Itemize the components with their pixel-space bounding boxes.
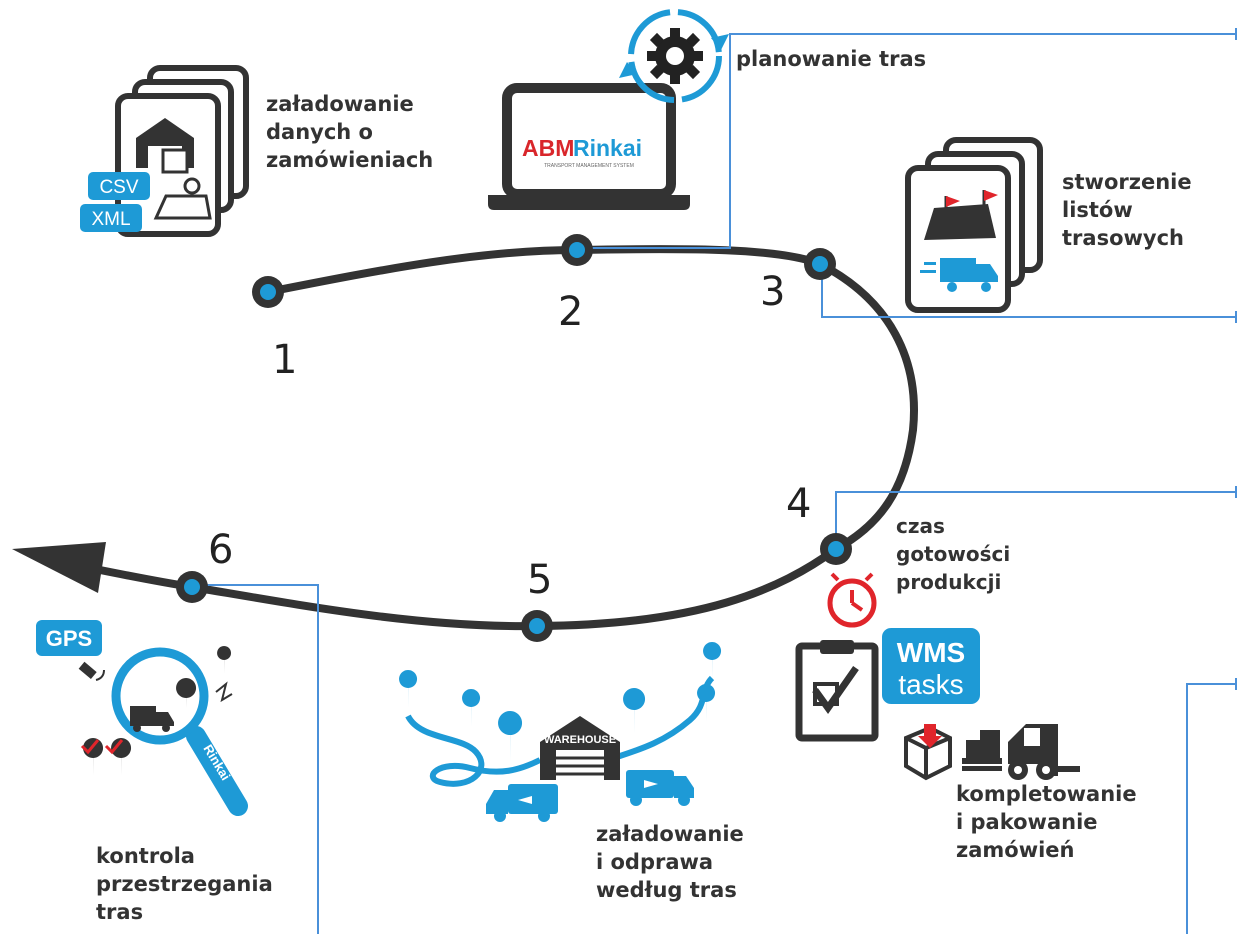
forklift-icon [1008, 724, 1080, 780]
path-arrowhead [12, 542, 106, 593]
order-documents-icon: CSV XML [80, 65, 249, 237]
step-label-2: planowanie tras [736, 47, 927, 71]
step-number-1: 1 [272, 337, 298, 383]
gps-tracking-icon: GPS Rinkai [36, 620, 248, 816]
step-number-6: 6 [208, 527, 234, 573]
csv-badge: CSV [99, 177, 138, 198]
logo-rinkai: Rinkai [573, 135, 642, 161]
step-node-1 [252, 276, 284, 308]
connector-lines [196, 28, 1237, 934]
step-number-2: 2 [558, 289, 584, 335]
logo-abm: ABM [522, 135, 574, 161]
alarm-clock-icon [827, 572, 877, 628]
clipboard-check-icon [795, 640, 879, 742]
step-node-2 [561, 234, 593, 266]
svg-text:WMS: WMS [897, 637, 965, 668]
wms-badge: WMS tasks [882, 628, 980, 704]
gps-badge: GPS [46, 626, 92, 651]
logo-tagline: TRANSPORT MANAGEMENT SYSTEM [544, 163, 634, 169]
step-node-5 [521, 610, 553, 642]
pallet-icon [962, 730, 1002, 771]
warehouse-label: WAREHOUSE [544, 734, 616, 746]
step-node-6 [176, 571, 208, 603]
route-map-icon: WAREHOUSE [399, 642, 722, 822]
xml-badge: XML [91, 209, 130, 230]
laptop-icon: ABM Rinkai TRANSPORT MANAGEMENT SYSTEM [488, 83, 690, 210]
step-node-3 [804, 248, 836, 280]
step-number-3: 3 [760, 269, 786, 315]
packing-icon [904, 724, 952, 781]
route-sheets-icon [905, 137, 1043, 313]
gear-icon [619, 9, 729, 103]
svg-text:tasks: tasks [898, 669, 963, 700]
step-number-4: 4 [786, 481, 812, 527]
step-number-5: 5 [527, 557, 553, 603]
step-node-4 [820, 533, 852, 565]
